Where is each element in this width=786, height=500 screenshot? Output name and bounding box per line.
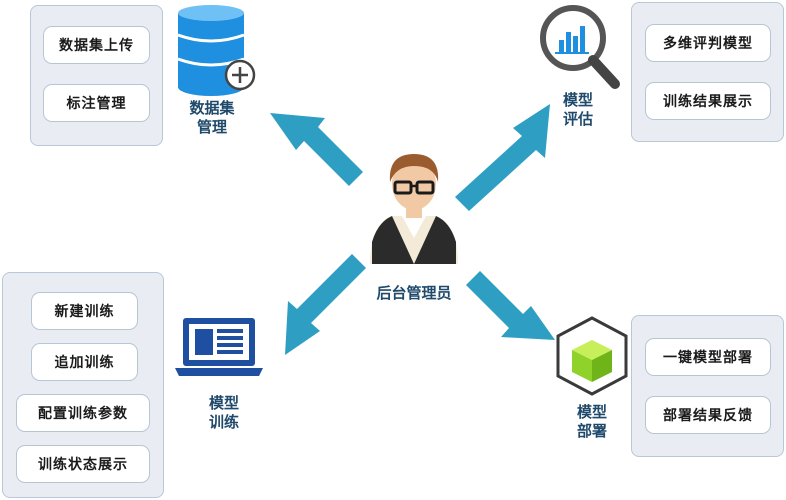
dataset-management-label: 数据集 管理 (189, 99, 235, 136)
evaluation-panel (631, 2, 784, 142)
arrow-to-training (285, 254, 366, 355)
new-training-button[interactable]: 新建训练 (31, 292, 138, 330)
model-training-label: 模型 训练 (208, 394, 239, 431)
deployment-panel (631, 315, 784, 457)
dataset-upload-button[interactable]: 数据集上传 (43, 26, 150, 64)
analytics-magnifier-icon (540, 5, 620, 89)
arrow-to-deployment (466, 271, 555, 340)
database-icon (178, 5, 256, 96)
one-click-deploy-button[interactable]: 一键模型部署 (645, 338, 771, 376)
laptop-icon (175, 318, 263, 376)
model-deployment-label: 模型 部署 (576, 403, 607, 440)
admin-label: 后台管理员 (376, 284, 452, 302)
deployment-feedback-button[interactable]: 部署结果反馈 (645, 396, 771, 434)
model-evaluation-label: 模型 评估 (562, 91, 593, 128)
training-result-display-button[interactable]: 训练结果展示 (645, 82, 771, 120)
arrow-to-dataset (270, 113, 363, 186)
configure-training-params-button[interactable]: 配置训练参数 (16, 394, 150, 432)
cube-icon (556, 316, 628, 396)
annotation-management-button[interactable]: 标注管理 (43, 84, 150, 122)
arrow-to-evaluation (455, 104, 550, 211)
training-status-display-button[interactable]: 训练状态展示 (16, 445, 150, 483)
multi-dimension-evaluation-button[interactable]: 多维评判模型 (645, 24, 771, 62)
admin-avatar-icon (370, 154, 458, 264)
append-training-button[interactable]: 追加训练 (31, 343, 138, 381)
